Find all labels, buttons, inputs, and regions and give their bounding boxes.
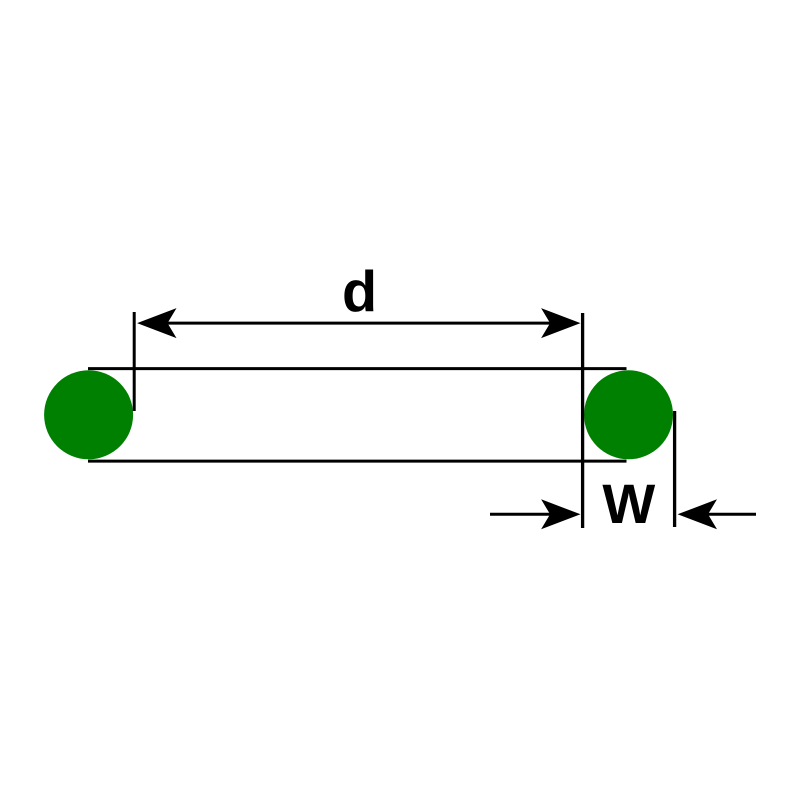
svg-text:W: W [602, 472, 655, 535]
svg-text:d: d [342, 261, 377, 325]
